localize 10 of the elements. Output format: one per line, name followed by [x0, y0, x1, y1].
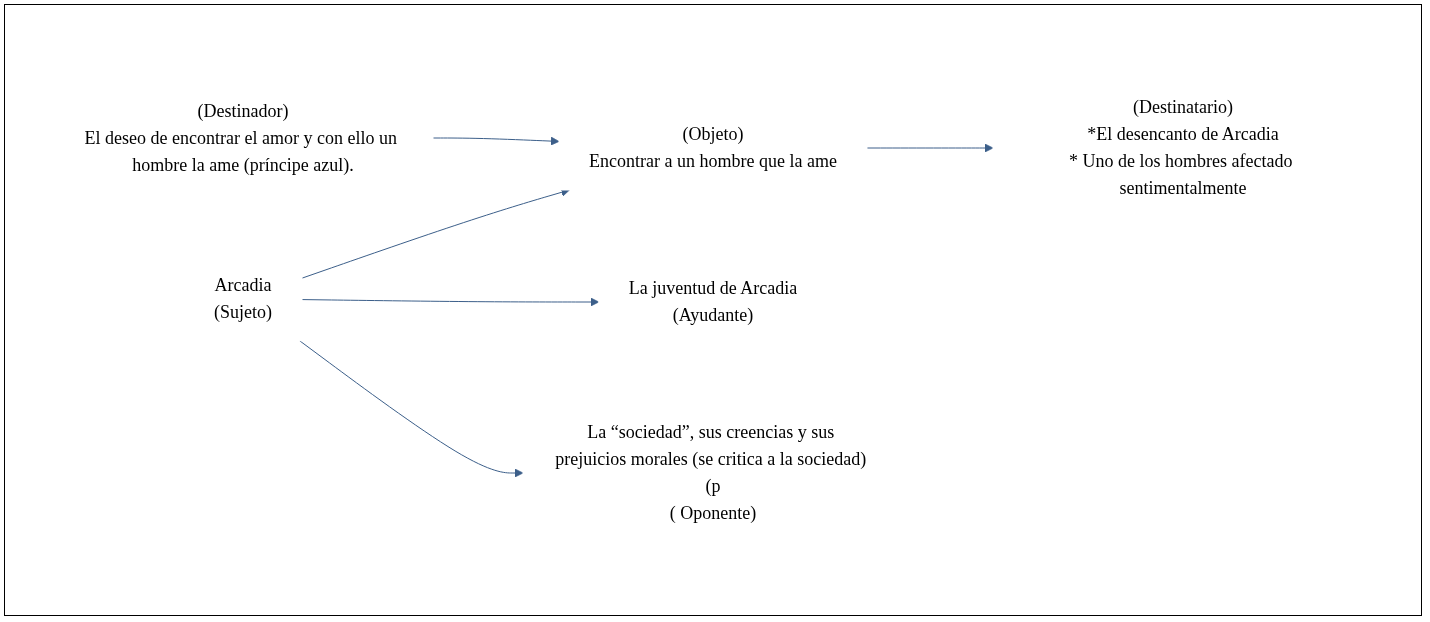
node-text: La juventud de Arcadia (Ayudante) [628, 277, 798, 325]
arrow [299, 339, 524, 477]
node-text: (Objeto) Encontrar a un hombre que la ame [589, 123, 837, 171]
arrow [866, 143, 994, 152]
arrow [432, 136, 560, 145]
node-text: (Destinatario) *El desencanto de Arcadia * Uno de los hombres afectado sentimentalmente [1069, 96, 1293, 198]
node-text: Arcadia (Sujeto) [214, 274, 272, 322]
arrow [301, 297, 600, 306]
node-text: La “sociedad”, sus creencias y sus prejuicios morales (se critica a la sociedad) (p ( Oponente) [555, 421, 867, 523]
node-text: (Destinador) El deseo de encontrar el amor y con ello un hombre la ame (príncipe azul). [84, 100, 397, 174]
